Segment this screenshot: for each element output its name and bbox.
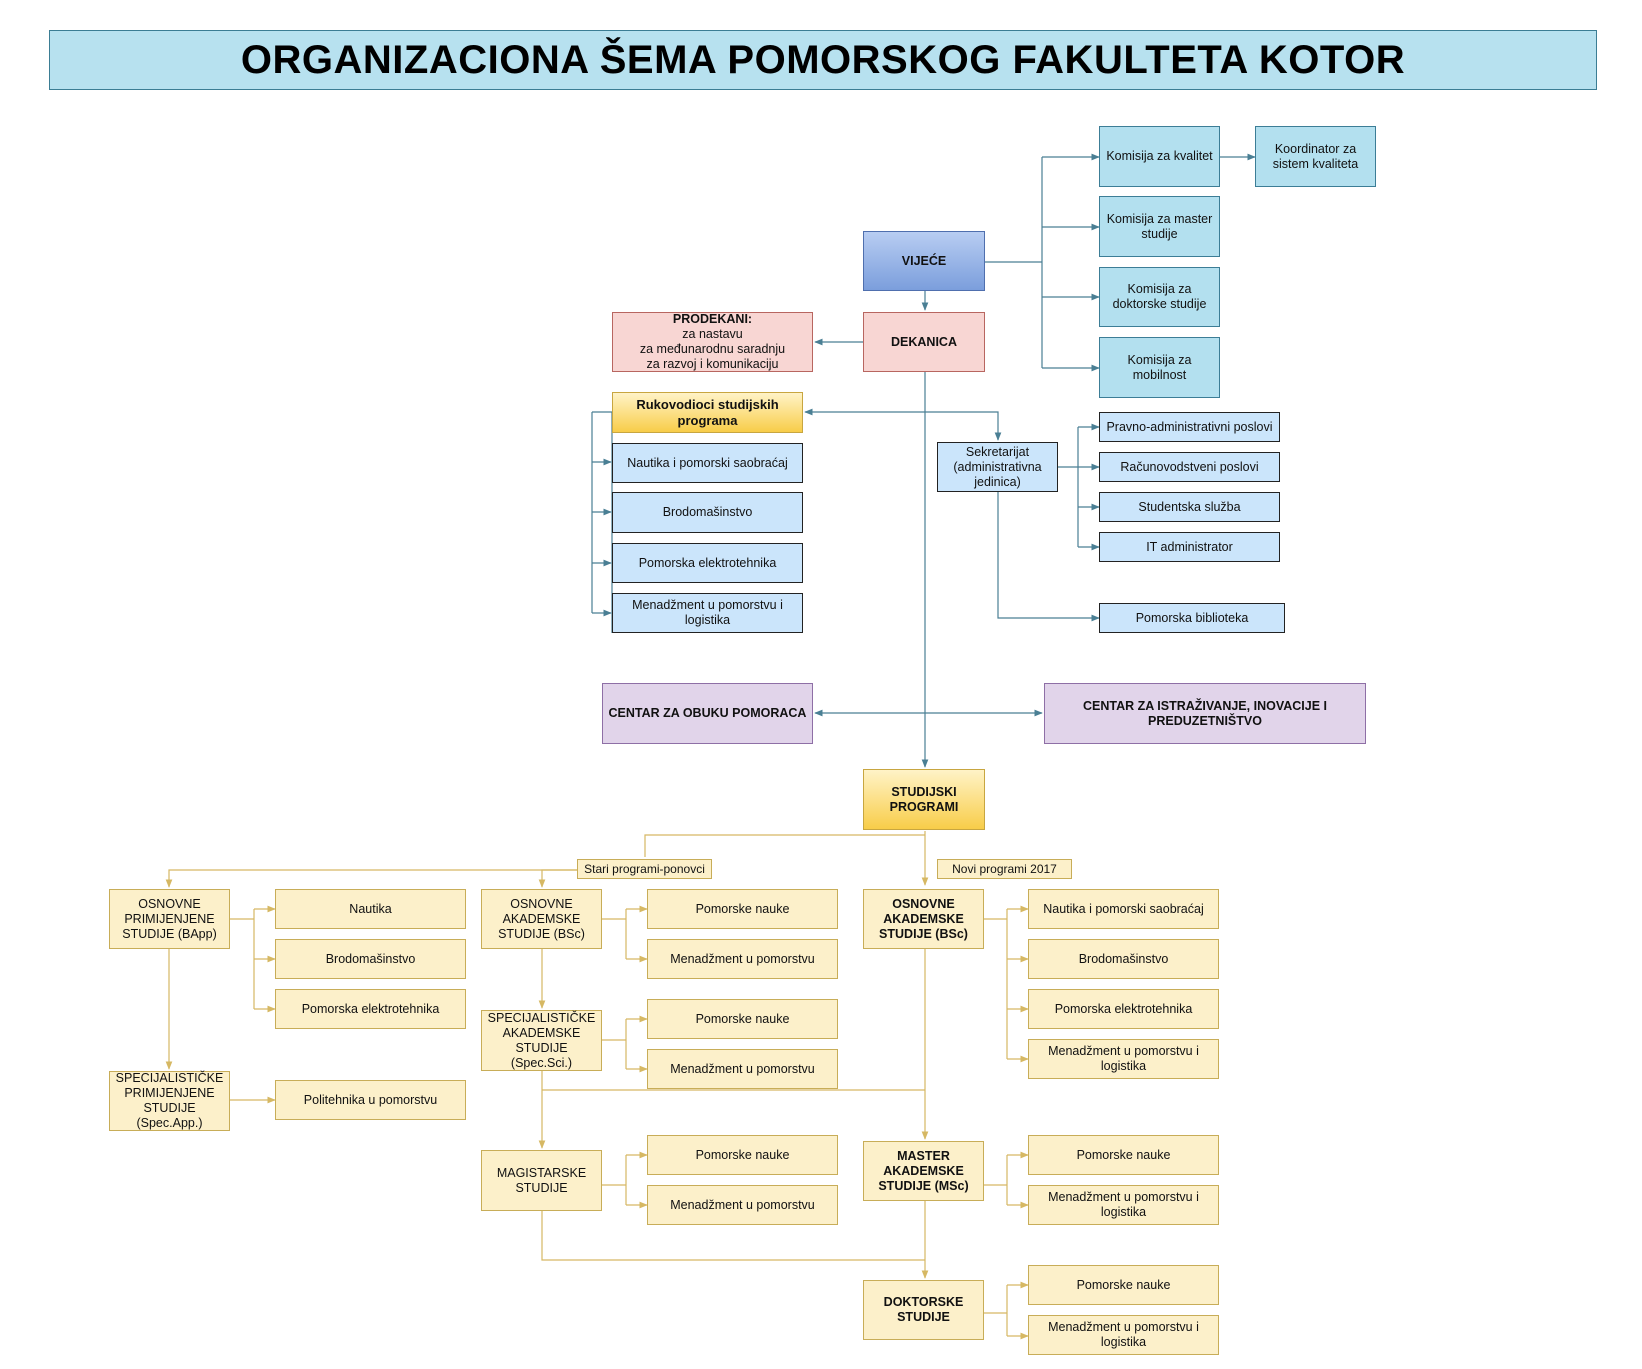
- specsci-box: SPECIJALISTIČKE AKADEMSKE STUDIJE (Spec.…: [481, 1010, 602, 1071]
- bapp-program-nautika: Nautika: [275, 889, 466, 929]
- novi-bsc-program-brodomasinstvo: Brodomašinstvo: [1028, 939, 1219, 979]
- magistarske-box: MAGISTARSKE STUDIJE: [481, 1150, 602, 1211]
- rukovodioci-program-nautika: Nautika i pomorski saobraćaj: [612, 443, 803, 483]
- novi-bsc-program-elektrotehnika: Pomorska elektrotehnika: [1028, 989, 1219, 1029]
- msc-program-menadzment: Menadžment u pomorstvu i logistika: [1028, 1185, 1219, 1225]
- prodekani-box: PRODEKANI: za nastavu za međunarodnu sar…: [612, 312, 813, 372]
- chart-title: ORGANIZACIONA ŠEMA POMORSKOG FAKULTETA K…: [49, 30, 1597, 90]
- specsci-program-menadzment: Menadžment u pomorstvu: [647, 1049, 838, 1089]
- sekretarijat-unit-it: IT administrator: [1099, 532, 1280, 562]
- centar-obuka-box: CENTAR ZA OBUKU POMORACA: [602, 683, 813, 744]
- komisija-doktorske-box: Komisija za doktorske studije: [1099, 267, 1220, 327]
- novi-bsc-box: OSNOVNE AKADEMSKE STUDIJE (BSc): [863, 889, 984, 949]
- rukovodioci-program-elektrotehnika: Pomorska elektrotehnika: [612, 543, 803, 583]
- vijece-box: VIJEĆE: [863, 231, 985, 291]
- prodekani-line: za razvoj i komunikaciju: [646, 357, 779, 371]
- msc-program-pomorske-nauke: Pomorske nauke: [1028, 1135, 1219, 1175]
- stari-bsc-box: OSNOVNE AKADEMSKE STUDIJE (BSc): [481, 889, 602, 949]
- prodekani-line: za međunarodnu saradnju: [639, 342, 786, 356]
- studijski-programi-box: STUDIJSKI PROGRAMI: [863, 769, 985, 830]
- rukovodioci-box: Rukovodioci studijskih programa: [612, 392, 803, 433]
- stari-programi-label: Stari programi-ponovci: [577, 859, 712, 879]
- bapp-program-brodomasinstvo: Brodomašinstvo: [275, 939, 466, 979]
- rukovodioci-program-menadzment: Menadžment u pomorstvu i logistika: [612, 593, 803, 633]
- msc-box: MASTER AKADEMSKE STUDIJE (MSc): [863, 1141, 984, 1201]
- sekretarijat-unit-racunovodstvo: Računovodstveni poslovi: [1099, 452, 1280, 482]
- specapp-program-politehnika: Politehnika u pomorstvu: [275, 1080, 466, 1120]
- sekretarijat-unit-pravno: Pravno-administrativni poslovi: [1099, 412, 1280, 442]
- specapp-box: SPECIJALISTIČKE PRIMIJENJENE STUDIJE (Sp…: [109, 1071, 230, 1131]
- stari-bsc-program-pomorske-nauke: Pomorske nauke: [647, 889, 838, 929]
- doktorske-program-pomorske-nauke: Pomorske nauke: [1028, 1265, 1219, 1305]
- specsci-program-pomorske-nauke: Pomorske nauke: [647, 999, 838, 1039]
- bapp-program-elektrotehnika: Pomorska elektrotehnika: [275, 989, 466, 1029]
- dekanica-box: DEKANICA: [863, 312, 985, 372]
- magistarske-program-pomorske-nauke: Pomorske nauke: [647, 1135, 838, 1175]
- prodekani-line: za nastavu: [682, 327, 743, 341]
- novi-bsc-program-menadzment: Menadžment u pomorstvu i logistika: [1028, 1039, 1219, 1079]
- sekretarijat-unit-studentska: Studentska služba: [1099, 492, 1280, 522]
- novi-programi-label: Novi programi 2017: [937, 859, 1072, 879]
- stari-bsc-program-menadzment: Menadžment u pomorstvu: [647, 939, 838, 979]
- komisija-kvalitet-box: Komisija za kvalitet: [1099, 126, 1220, 187]
- doktorske-box: DOKTORSKE STUDIJE: [863, 1280, 984, 1340]
- centar-istrazivanje-box: CENTAR ZA ISTRAŽIVANJE, INOVACIJE I PRED…: [1044, 683, 1366, 744]
- novi-bsc-program-nautika: Nautika i pomorski saobraćaj: [1028, 889, 1219, 929]
- magistarske-program-menadzment: Menadžment u pomorstvu: [647, 1185, 838, 1225]
- komisija-mobilnost-box: Komisija za mobilnost: [1099, 337, 1220, 398]
- bapp-box: OSNOVNE PRIMIJENJENE STUDIJE (BApp): [109, 889, 230, 949]
- komisija-master-box: Komisija za master studije: [1099, 196, 1220, 257]
- koordinator-box: Koordinator za sistem kvaliteta: [1255, 126, 1376, 187]
- sekretarijat-box: Sekretarijat (administrativna jedinica): [937, 442, 1058, 492]
- doktorske-program-menadzment: Menadžment u pomorstvu i logistika: [1028, 1315, 1219, 1355]
- rukovodioci-program-brodomasinstvo: Brodomašinstvo: [612, 492, 803, 533]
- biblioteka-box: Pomorska biblioteka: [1099, 603, 1285, 633]
- prodekani-heading: PRODEKANI:: [672, 312, 753, 326]
